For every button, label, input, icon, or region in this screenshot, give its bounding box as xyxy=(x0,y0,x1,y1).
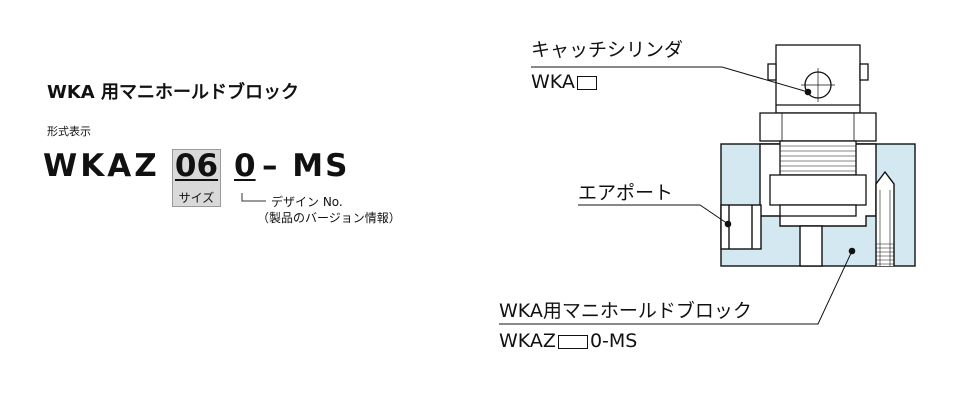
block-leader xyxy=(499,250,853,325)
manifold-block-model: WKAZ 0-MS xyxy=(499,330,637,352)
design-code: 0 xyxy=(234,148,256,184)
block-model-suffix: 0-MS xyxy=(589,330,638,352)
model-prefix: WKAZ xyxy=(43,148,160,184)
size-placeholder-box xyxy=(576,76,597,90)
design-no-note: （製品のバージョン情報） xyxy=(257,211,401,225)
design-no-label: デザイン No. xyxy=(271,195,343,209)
format-label: 形式表示 xyxy=(47,125,91,138)
cylinder-leader xyxy=(531,66,809,93)
manifold-block-label: WKA用マニホールドブロック xyxy=(499,300,752,322)
size-label: サイズ xyxy=(178,191,215,205)
size-code-box xyxy=(172,149,221,207)
catch-cylinder xyxy=(759,44,877,217)
size-code: 06 xyxy=(174,148,219,184)
design-leader-line xyxy=(241,193,266,202)
block-model-prefix: WKAZ xyxy=(499,330,556,352)
cylinder-model-text: WKA xyxy=(531,71,575,93)
catch-cylinder-label: キャッチシリンダ xyxy=(531,39,684,61)
page-title: WKA 用マニホールドブロック xyxy=(47,82,299,103)
air-port-leader xyxy=(578,204,729,225)
block-size-placeholder-box xyxy=(557,335,588,349)
catch-cylinder-model: WKA xyxy=(531,71,597,93)
air-port-label: エアポート xyxy=(578,182,674,204)
model-suffix: – MS xyxy=(262,148,350,184)
